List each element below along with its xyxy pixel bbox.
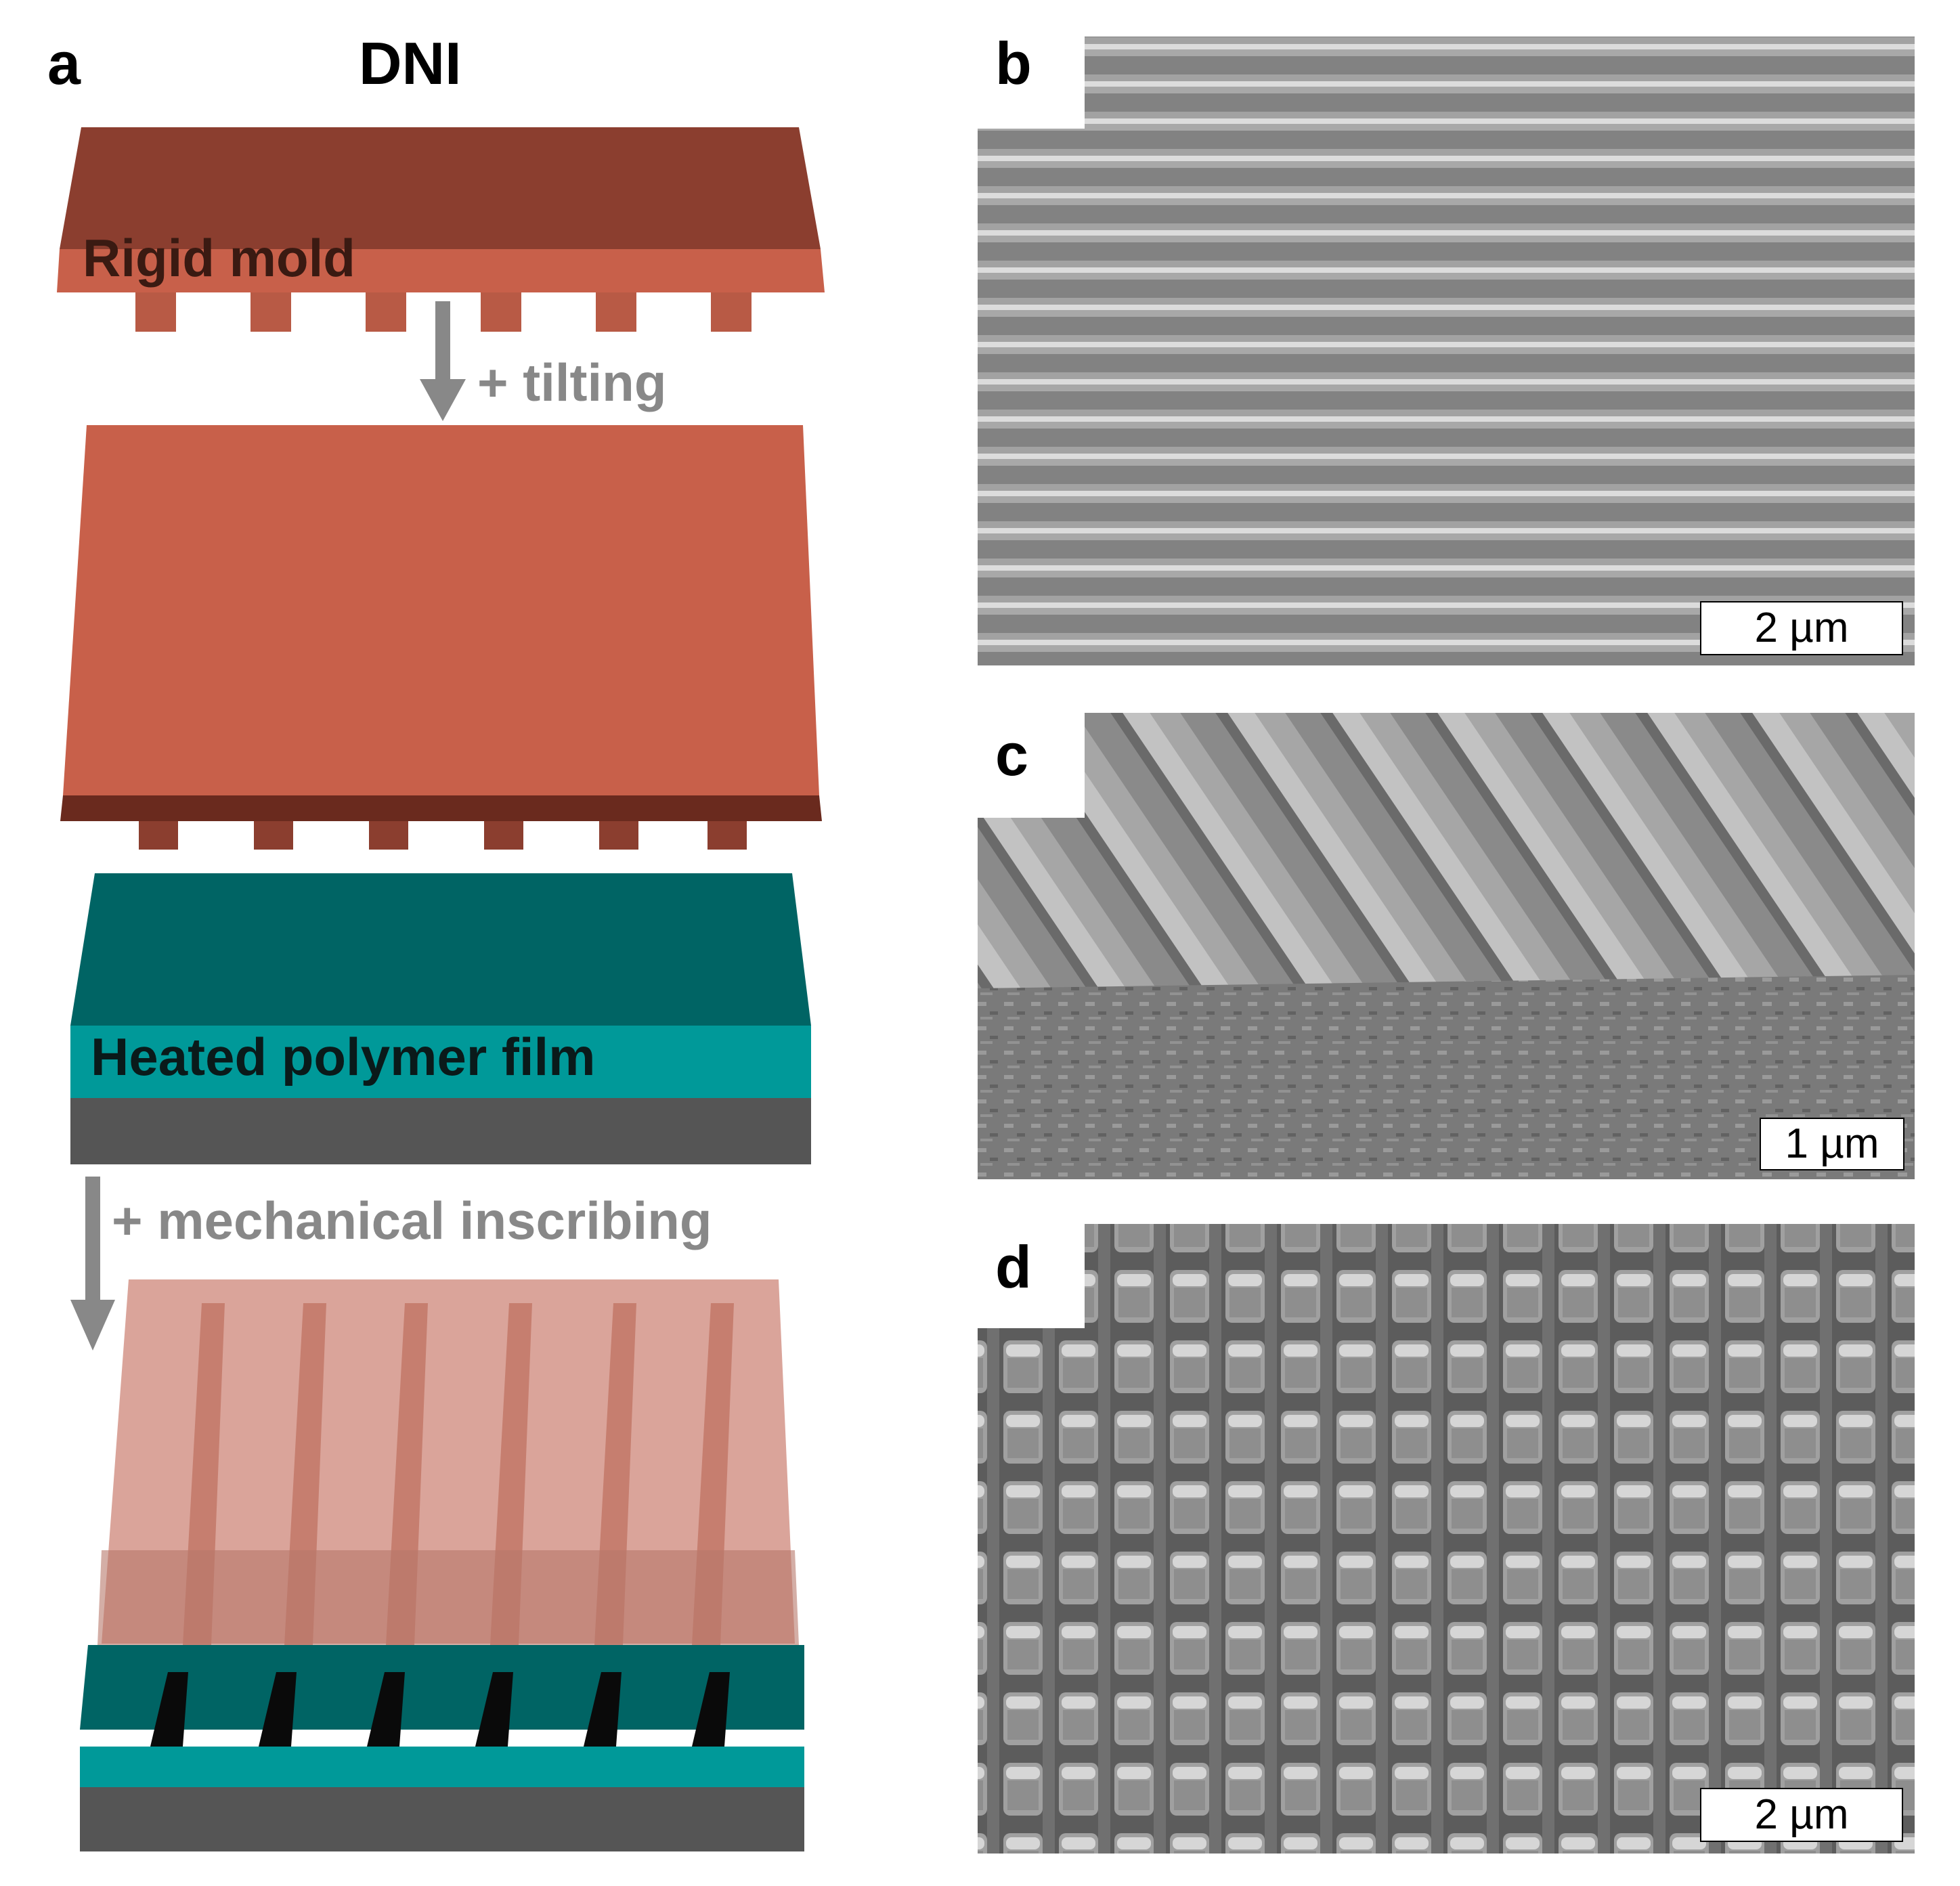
mechanical-inscribing-label: + mechanical inscribing — [112, 1191, 712, 1250]
tilting-arrow — [420, 301, 466, 421]
mold-front-face — [57, 249, 825, 292]
scale-bar-b — [1700, 601, 1903, 655]
mold-teeth — [135, 292, 752, 332]
panel-c-letter: c — [995, 721, 1028, 788]
panel-b-letter: b — [995, 30, 1032, 97]
scale-bar-d-label: 2 µm — [1754, 1791, 1848, 1838]
heated-polymer-film: Heated polymer film — [70, 873, 811, 1164]
film-top-face — [70, 873, 811, 1026]
tilted-mold-teeth — [139, 821, 747, 850]
grooved-film-top — [80, 1645, 804, 1730]
inscribing-result — [80, 1279, 804, 1851]
panel-d: d 2 µm — [978, 1224, 1915, 1854]
sem-image-c-crosssection — [978, 975, 1915, 1179]
tilted-mold-edge — [60, 795, 822, 821]
panel-a-title: DNI — [359, 30, 462, 97]
panel-a-letter: a — [47, 30, 81, 97]
rigid-mold-side-view: Rigid mold — [57, 127, 825, 332]
panel-c: c 1 µm — [978, 713, 1915, 1179]
heated-polymer-film-label: Heated polymer film — [91, 1027, 596, 1087]
scale-bar-c-label: 1 µm — [1785, 1120, 1879, 1167]
rigid-mold-tilted — [60, 425, 822, 850]
film-substrate — [70, 1098, 811, 1164]
film-front-face — [70, 1026, 811, 1098]
sem-image-b — [978, 37, 1915, 665]
scale-bar-b-label: 2 µm — [1754, 605, 1848, 651]
panel-d-letter: d — [995, 1233, 1032, 1300]
scale-bar-d — [1700, 1788, 1903, 1842]
inscribing-arrow — [70, 1177, 115, 1351]
scale-bar-c — [1760, 1118, 1904, 1170]
sem-image-d — [978, 1224, 1915, 1854]
transparent-mold-edge — [97, 1550, 799, 1645]
tilted-mold-face — [63, 425, 819, 795]
panel-b: b 2 µm — [978, 30, 1915, 665]
inscribed-grooves — [150, 1672, 730, 1747]
rigid-mold-label: Rigid mold — [83, 228, 355, 288]
mold-top-face — [60, 127, 821, 249]
panel-a: a DNI Rigid mold + tilting — [47, 30, 825, 1851]
tilting-label: + tilting — [477, 353, 666, 412]
grooved-film-substrate — [80, 1787, 804, 1851]
grooved-film-front — [80, 1747, 804, 1787]
